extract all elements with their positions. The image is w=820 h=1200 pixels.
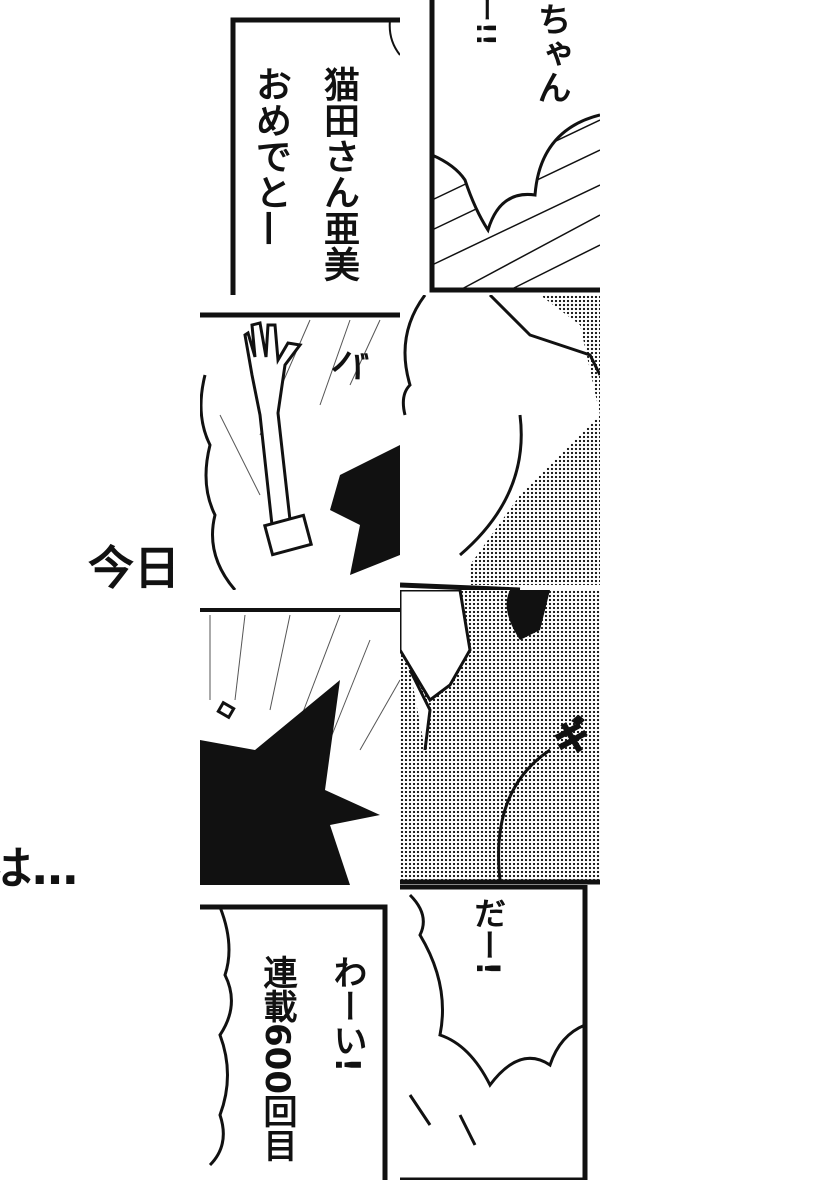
panel-shirt-top	[400, 295, 600, 590]
dialogue-da: だー!	[469, 897, 507, 976]
caption-today: 今日	[88, 541, 180, 595]
panel-raised-hand: バ	[200, 295, 400, 590]
panel-shirt-collar: ギ	[400, 590, 600, 885]
dialogue-waai: わーい!	[327, 955, 367, 1073]
caption-wa: は…	[0, 841, 78, 895]
panel-da: だー!	[400, 885, 600, 1180]
panel-shout: ちゃん ー!!	[400, 0, 600, 295]
dialogue-600th: 連載600回目	[257, 955, 297, 1162]
dialogue-omedeto: おめでと—	[250, 66, 291, 246]
panel-spiky-hair	[200, 590, 400, 885]
dialogue-chan: ちゃん	[531, 2, 571, 104]
panel-600th-box: わーい! 連載600回目	[200, 885, 400, 1180]
panel-congrats-box: 猫田さん亜美 おめでと—	[200, 0, 400, 295]
dialogue-exclaim: ー!!	[470, 0, 500, 46]
dialogue-nekota: 猫田さん亜美	[318, 66, 359, 282]
